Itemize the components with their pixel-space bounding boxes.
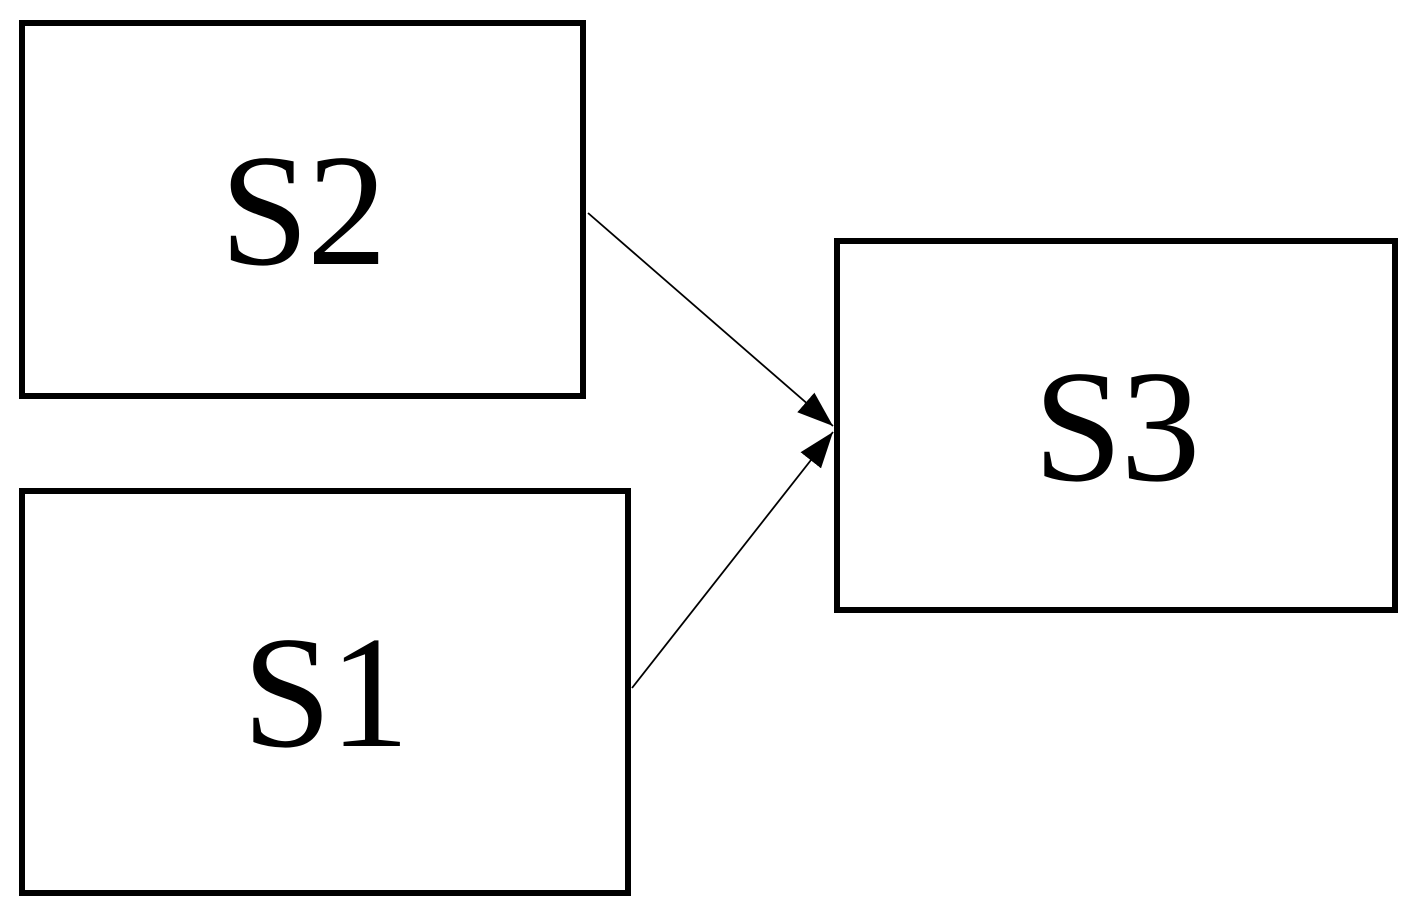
node-s3: S3 bbox=[834, 238, 1398, 613]
edge-s2-to-s3 bbox=[587, 212, 834, 427]
node-s1-label: S1 bbox=[242, 603, 410, 781]
node-s2: S2 bbox=[19, 20, 586, 399]
node-s3-label: S3 bbox=[1033, 336, 1201, 515]
node-s1: S1 bbox=[19, 488, 631, 896]
edge-s1-to-s3 bbox=[631, 431, 834, 689]
node-s2-label: S2 bbox=[220, 120, 387, 299]
